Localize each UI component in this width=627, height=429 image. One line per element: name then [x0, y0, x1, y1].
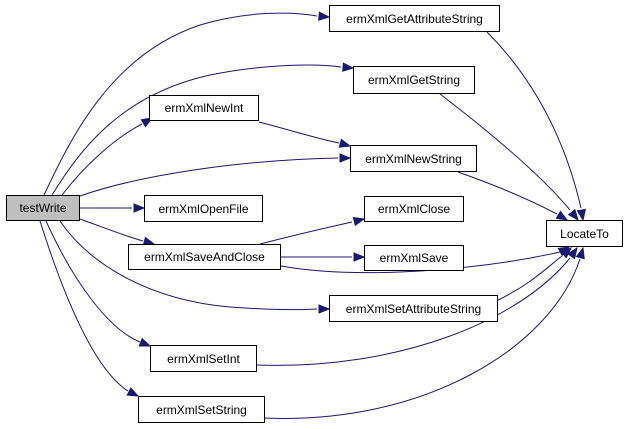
edge-ermXmlSetString-to-LocateTo	[264, 258, 581, 419]
edge-testWrite-to-ermXmlGetString	[51, 64, 342, 196]
node-ermXmlOpenFile[interactable]: ermXmlOpenFile	[144, 195, 263, 222]
arrowhead-LocateTo	[567, 246, 578, 260]
node-ermXmlSaveAndClose[interactable]: ermXmlSaveAndClose	[128, 244, 281, 270]
node-ermXmlGetString[interactable]: ermXmlGetString	[353, 66, 475, 94]
arrowhead-ermXmlGetAttributeString	[318, 11, 331, 21]
arrowhead-ermXmlClose	[352, 216, 366, 227]
arrowhead-LocateTo	[575, 246, 585, 260]
edge-ermXmlSetInt-to-LocateTo	[256, 257, 571, 366]
node-ermXmlGetAttributeString[interactable]: ermXmlGetAttributeString	[329, 5, 500, 32]
node-ermXmlNewInt[interactable]: ermXmlNewInt	[149, 95, 259, 121]
edge-ermXmlGetAttributeString-to-LocateTo	[486, 31, 582, 209]
edge-testWrite-to-ermXmlGetAttributeString	[43, 12, 318, 196]
arrowhead-LocateTo	[555, 210, 569, 221]
edge-ermXmlSaveAndClose-to-ermXmlClose	[259, 221, 353, 245]
arrowhead-ermXmlSave	[353, 252, 366, 262]
edge-ermXmlNewInt-to-ermXmlNewString	[258, 121, 340, 144]
arrowhead-ermXmlOpenFile	[133, 203, 146, 213]
arrowhead-LocateTo	[560, 247, 573, 259]
node-ermXmlSetInt[interactable]: ermXmlSetInt	[150, 345, 257, 372]
arrowhead-ermXmlSetString	[126, 387, 140, 397]
arrowhead-LocateTo	[567, 208, 579, 222]
edge-testWrite-to-ermXmlSetInt	[45, 220, 141, 343]
node-ermXmlSave[interactable]: ermXmlSave	[364, 245, 464, 271]
edge-ermXmlSetAttributeString-to-LocateTo	[497, 255, 563, 301]
arrowhead-LocateTo	[576, 208, 586, 222]
node-ermXmlClose[interactable]: ermXmlClose	[364, 196, 464, 222]
edge-testWrite-to-ermXmlSetString	[39, 220, 129, 392]
node-ermXmlSetAttributeString[interactable]: ermXmlSetAttributeString	[329, 295, 498, 322]
edge-testWrite-to-ermXmlNewString	[79, 157, 339, 197]
node-LocateTo[interactable]: LocateTo	[546, 220, 623, 247]
arrowhead-ermXmlNewString	[338, 138, 352, 148]
node-ermXmlSetString[interactable]: ermXmlSetString	[138, 396, 265, 423]
edge-ermXmlNewString-to-LocateTo	[457, 171, 558, 215]
node-testWrite: testWrite	[6, 195, 80, 221]
node-ermXmlNewString[interactable]: ermXmlNewString	[350, 145, 477, 172]
arrowhead-ermXmlNewString	[339, 153, 352, 163]
edge-ermXmlGetString-to-LocateTo	[439, 93, 571, 211]
arrowhead-ermXmlGetString	[342, 62, 355, 72]
arrowhead-ermXmlSetInt	[138, 337, 152, 347]
edge-testWrite-to-ermXmlSaveAndClose	[79, 218, 144, 242]
arrowhead-ermXmlSetAttributeString	[318, 304, 331, 314]
edge-testWrite-to-ermXmlSetAttributeString	[59, 220, 318, 311]
edge-testWrite-to-ermXmlNewInt	[61, 123, 143, 196]
